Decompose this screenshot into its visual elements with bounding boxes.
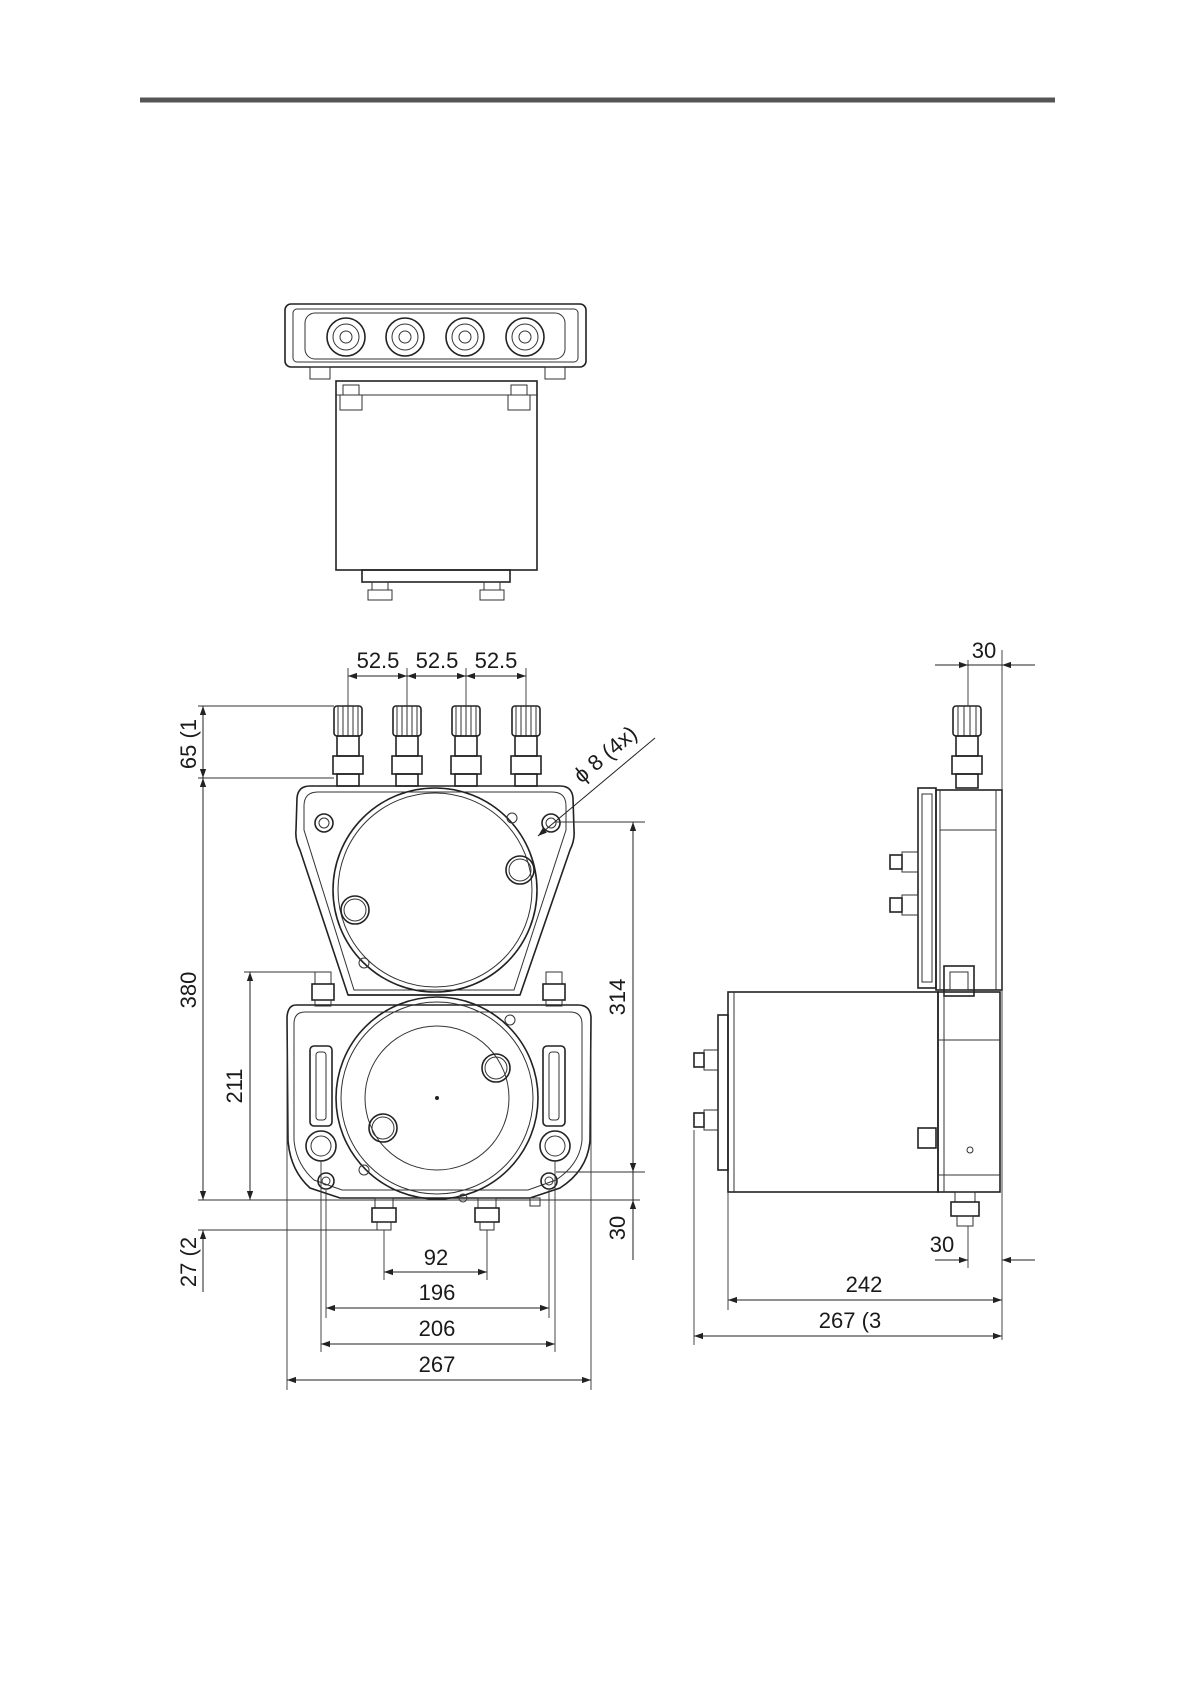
bottom-fitting-label: 27 (2 <box>176 1237 201 1287</box>
top-view <box>285 304 586 600</box>
pitch-label-3: 52.5 <box>475 648 518 673</box>
lower-height-label: 211 <box>222 1068 247 1103</box>
mount-hole-label: ϕ 8 (4x) <box>569 721 642 788</box>
side-bottom-offset-label: 30 <box>930 1232 954 1257</box>
overall-height-label: 380 <box>176 972 201 1009</box>
side-top-offset-label: 30 <box>972 638 996 663</box>
side-view <box>694 706 1002 1226</box>
fitting-spacing-label: 92 <box>424 1245 448 1270</box>
side-depth-label: 242 <box>846 1272 883 1297</box>
pitch-label-2: 52.5 <box>416 648 459 673</box>
front-view <box>287 706 591 1230</box>
side-dimensions <box>694 650 1035 1345</box>
gland-top-1 <box>327 318 365 356</box>
rail-spacing-label: 196 <box>419 1280 456 1305</box>
gland-top-2 <box>386 318 424 356</box>
gland-top-4 <box>506 318 544 356</box>
gland-top-3 <box>446 318 484 356</box>
hole-spacing-vertical-label: 314 <box>605 979 630 1016</box>
pitch-label-1: 52.5 <box>357 648 400 673</box>
connector-3 <box>451 706 481 786</box>
connector-height-label: 65 (1 <box>176 719 201 769</box>
connector-1 <box>333 706 363 786</box>
connector-2 <box>392 706 422 786</box>
connector-4 <box>511 706 541 786</box>
side-overall-depth-label: 267 (3 <box>819 1308 881 1333</box>
bottom-offset-label: 30 <box>605 1216 630 1240</box>
hole-spacing-horizontal-label: 206 <box>419 1316 456 1341</box>
overall-width-label: 267 <box>419 1352 456 1377</box>
